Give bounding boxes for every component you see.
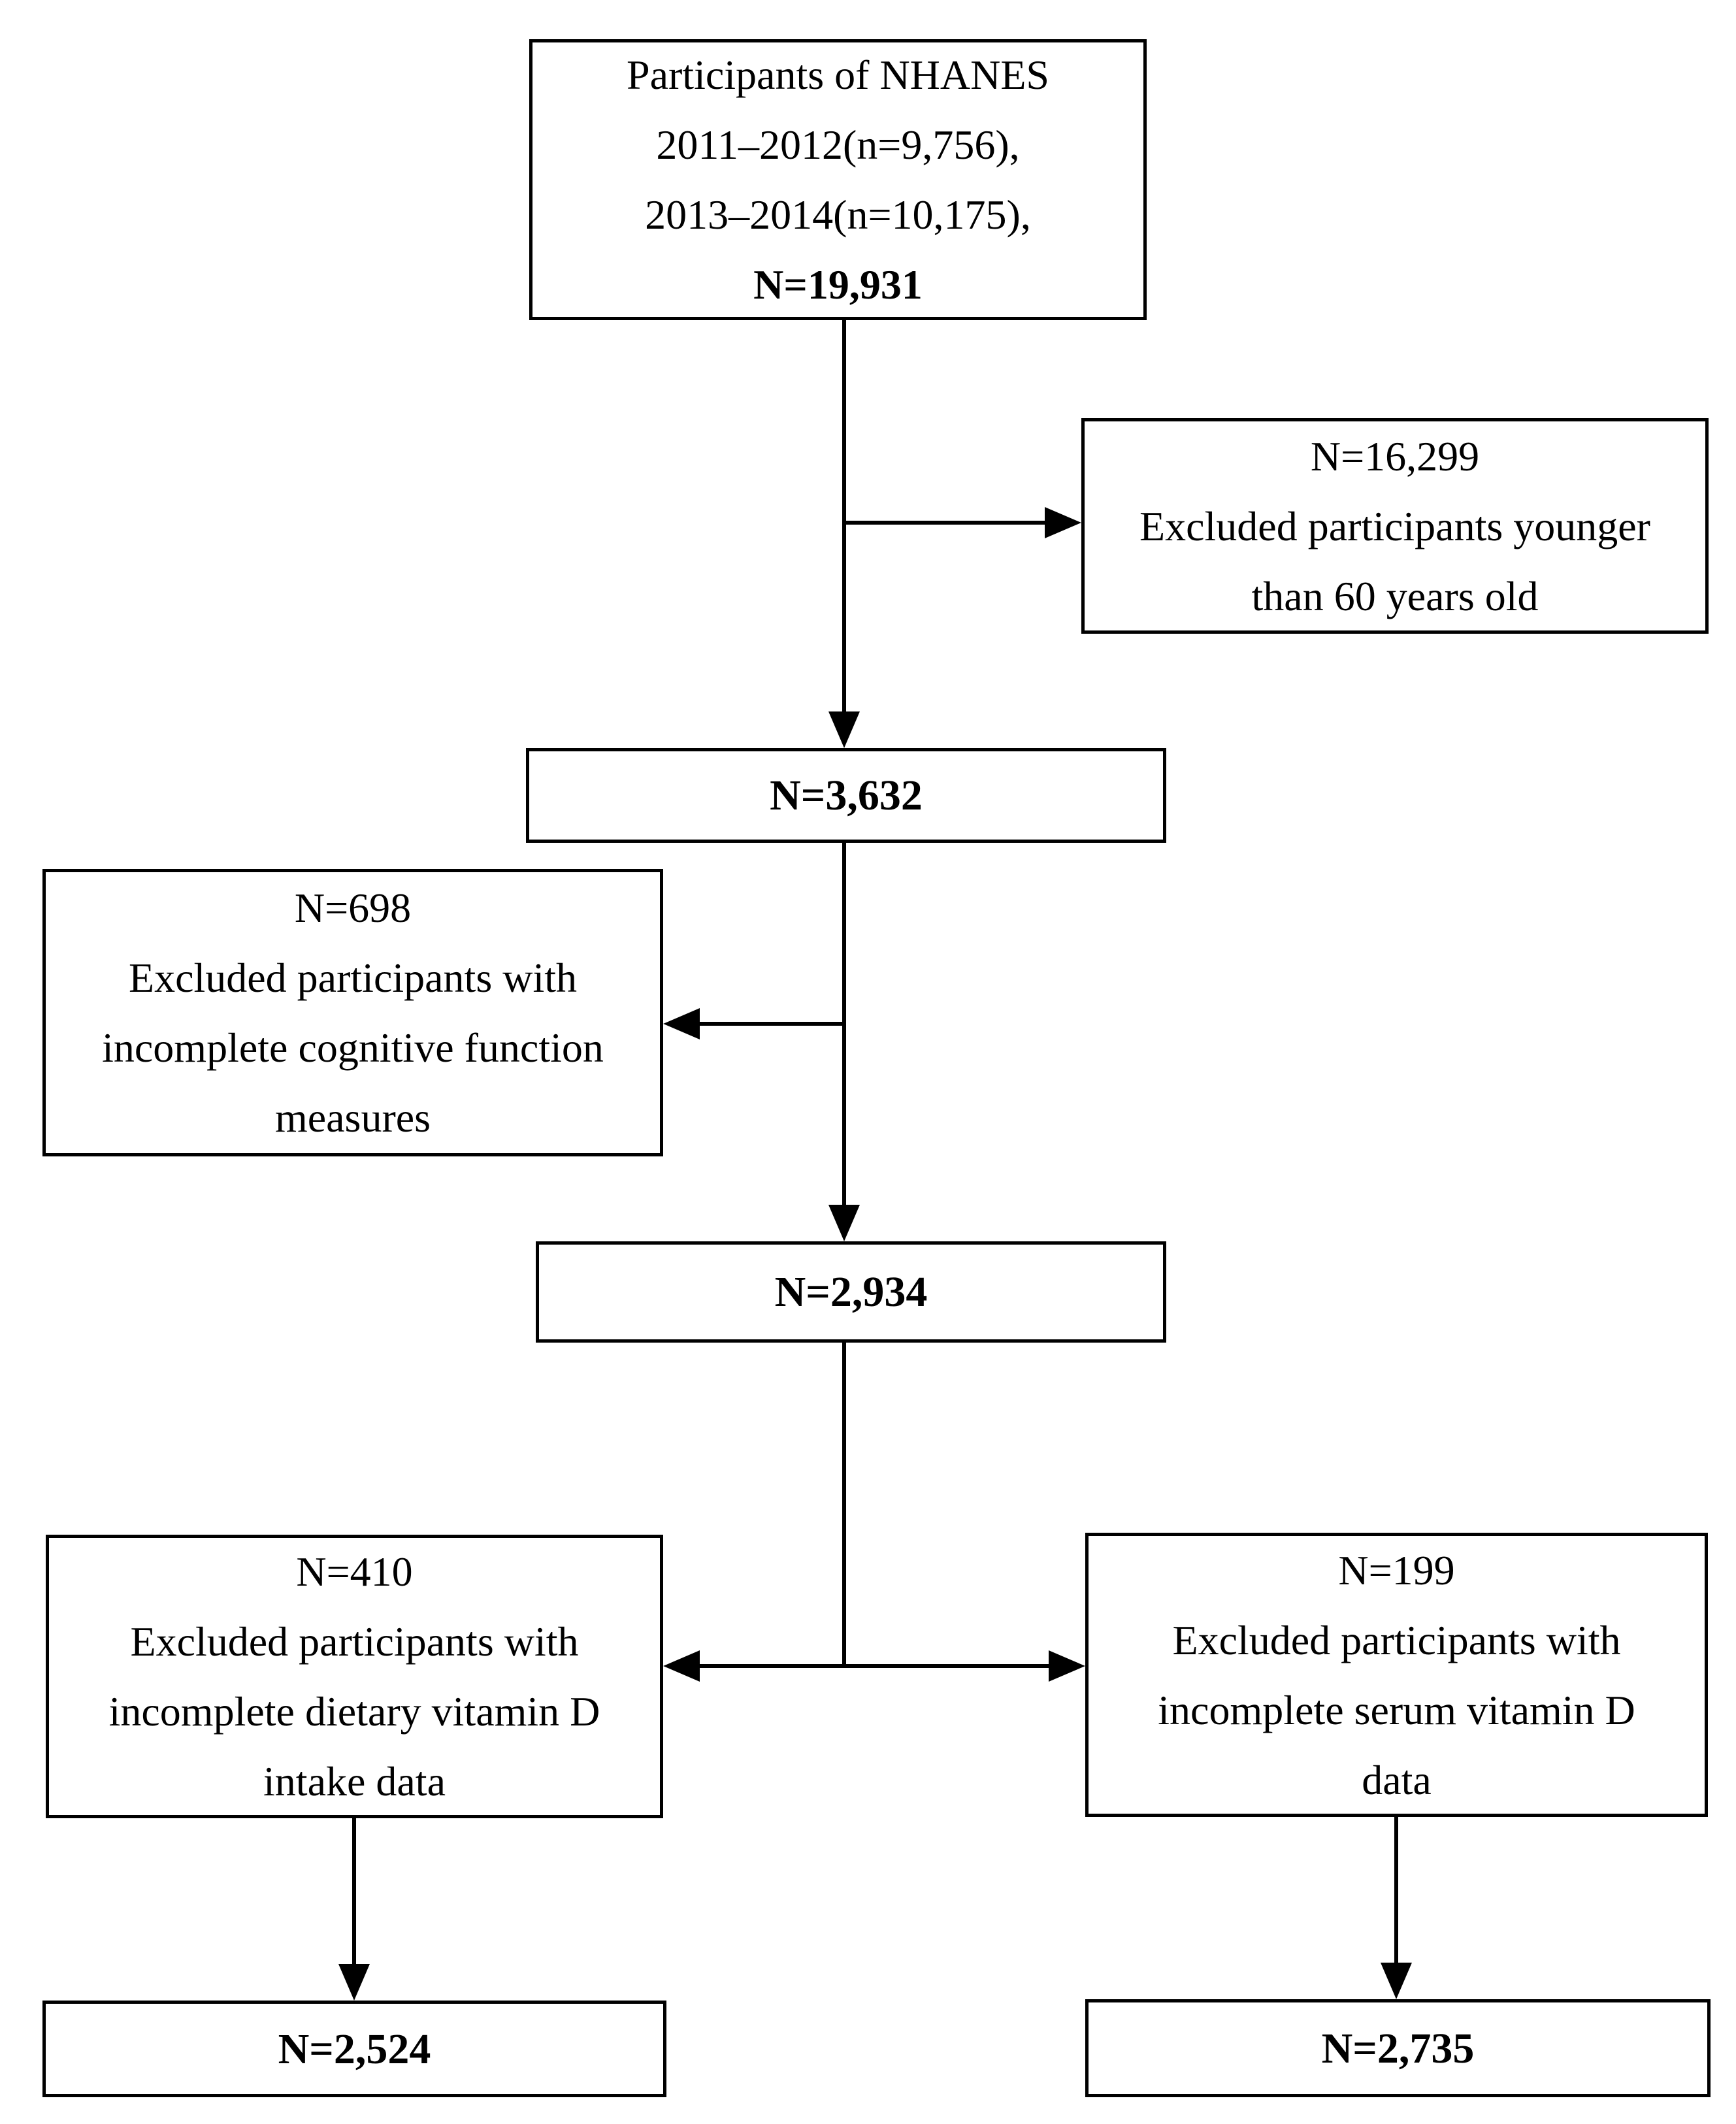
arrowhead-down-into-after-age bbox=[828, 711, 860, 748]
source-line-2: 2011–2012(n=9,756), bbox=[656, 122, 1020, 168]
excluded-age-line-2: Excluded participants younger bbox=[1139, 502, 1650, 549]
excluded-cognitive-line-3: incomplete cognitive function bbox=[102, 1024, 604, 1071]
arrowhead-down-into-final-dietary bbox=[338, 1964, 370, 2001]
arrowhead-left-into-excluded-cognitive bbox=[663, 1008, 700, 1039]
connector-after-cognitive-to-branch bbox=[842, 1343, 846, 1668]
connector-branch-excluded-age bbox=[844, 521, 1047, 525]
box-excluded-serum: N=199 Excluded participants with incompl… bbox=[1085, 1533, 1708, 1817]
arrowhead-right-into-excluded-age bbox=[1045, 507, 1081, 538]
connector-branch-excluded-cognitive bbox=[700, 1022, 844, 1026]
final-dietary-count: N=2,524 bbox=[278, 2025, 431, 2073]
arrowhead-down-into-after-cognitive bbox=[828, 1205, 860, 1241]
box-nhanes-participants: Participants of NHANES 2011–2012(n=9,756… bbox=[529, 39, 1147, 320]
box-after-cognitive-exclusion: N=2,934 bbox=[536, 1241, 1166, 1343]
excluded-serum-line-2: Excluded participants with bbox=[1172, 1616, 1621, 1663]
box-excluded-under-60: N=16,299 Excluded participants younger t… bbox=[1081, 418, 1709, 634]
excluded-serum-line-4: data bbox=[1362, 1756, 1432, 1803]
box-excluded-cognitive: N=698 Excluded participants with incompl… bbox=[42, 869, 663, 1156]
excluded-cognitive-line-4: measures bbox=[274, 1094, 431, 1141]
box-final-serum-sample: N=2,735 bbox=[1085, 1999, 1711, 2097]
excluded-serum-line-3: incomplete serum vitamin D bbox=[1158, 1686, 1635, 1733]
connector-after-age-to-after-cognitive bbox=[842, 843, 846, 1205]
arrowhead-left-into-excluded-dietary bbox=[663, 1650, 700, 1682]
arrowhead-right-into-excluded-serum bbox=[1049, 1650, 1085, 1682]
excluded-age-line-3: than 60 years old bbox=[1251, 572, 1539, 619]
excluded-cognitive-count: N=698 bbox=[294, 885, 412, 931]
connector-dietary-to-final bbox=[352, 1818, 356, 1965]
excluded-age-count: N=16,299 bbox=[1310, 433, 1480, 480]
box-final-dietary-sample: N=2,524 bbox=[42, 2001, 666, 2097]
excluded-cognitive-line-2: Excluded participants with bbox=[128, 955, 578, 1001]
excluded-serum-count: N=199 bbox=[1338, 1546, 1455, 1593]
source-line-3: 2013–2014(n=10,175), bbox=[645, 191, 1031, 238]
box-excluded-dietary: N=410 Excluded participants with incompl… bbox=[46, 1535, 663, 1818]
arrowhead-down-into-final-serum bbox=[1381, 1963, 1412, 1999]
final-serum-count: N=2,735 bbox=[1321, 2024, 1475, 2072]
source-line-1: Participants of NHANES bbox=[626, 52, 1050, 98]
connector-serum-to-final bbox=[1394, 1817, 1398, 1963]
connector-branch-bottom bbox=[700, 1664, 1049, 1668]
excluded-dietary-line-4: intake data bbox=[263, 1758, 446, 1805]
after-cognitive-count: N=2,934 bbox=[774, 1268, 928, 1316]
excluded-dietary-count: N=410 bbox=[296, 1548, 413, 1595]
connector-source-to-after-age bbox=[842, 320, 846, 712]
excluded-dietary-line-2: Excluded participants with bbox=[130, 1618, 579, 1665]
box-after-age-exclusion: N=3,632 bbox=[526, 748, 1166, 843]
excluded-dietary-line-3: incomplete dietary vitamin D bbox=[108, 1688, 600, 1735]
source-total-count: N=19,931 bbox=[753, 261, 923, 308]
after-age-count: N=3,632 bbox=[770, 772, 923, 819]
